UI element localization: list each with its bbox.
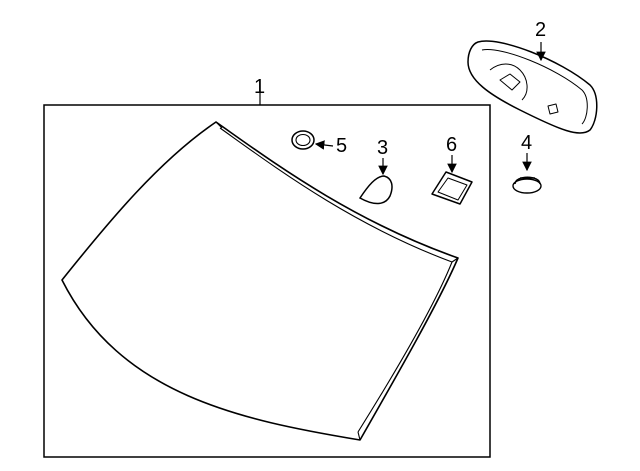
callout-number-6: 6 (446, 134, 458, 156)
windshield-frame-box (43, 104, 491, 458)
windshield-glass (61, 121, 459, 441)
sensor-pad (431, 171, 473, 205)
callout-number-5: 5 (336, 135, 348, 157)
sensor-ring (291, 130, 315, 150)
mirror-mount (512, 176, 542, 194)
callout-number-3: 3 (377, 137, 389, 159)
callout-number-4: 4 (521, 132, 533, 154)
callout-number-1: 1 (254, 76, 266, 98)
callout-number-2: 2 (535, 19, 547, 41)
rearview-mirror (467, 40, 598, 134)
mirror-pad (358, 175, 393, 205)
callout-leader-5 (314, 140, 334, 150)
